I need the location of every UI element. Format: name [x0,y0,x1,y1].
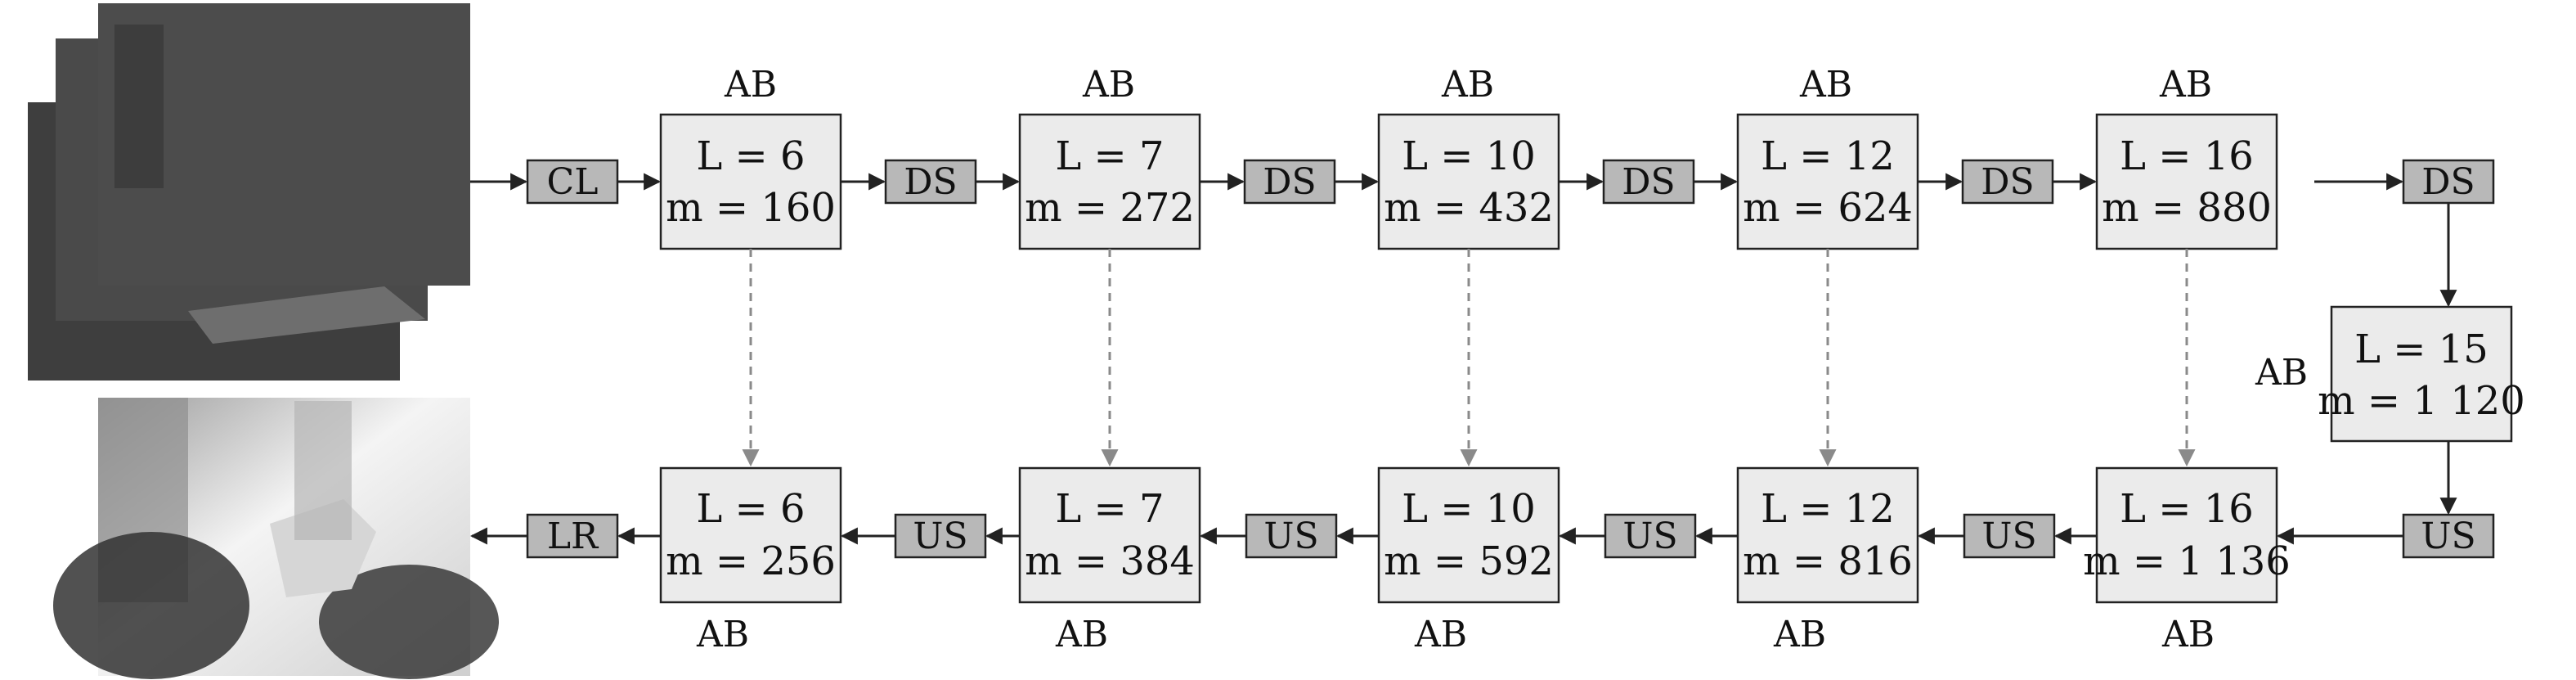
output-depth-image [53,398,499,679]
encoder-block-2-L: L = 7 [1055,133,1164,179]
encoder-block-5-L: L = 16 [2120,133,2254,179]
decoder-block-1-tag: AB [696,614,749,655]
encoder-op-ds-1-label: DS [904,161,957,203]
decoder-block-1-m: m = 256 [666,538,836,584]
bottleneck-block: AB L = 15 m = 1 120 [2255,305,2525,443]
decoder-op-us-3: US [1604,513,1697,559]
encoder-block-3-tag: AB [1441,64,1494,106]
decoder-block-4: L = 12 m = 816 AB [1736,466,1919,655]
decoder-op-us-2: US [1245,513,1338,559]
depth-map-dark-corner [53,532,249,679]
encoder-op-ds-1: DS [884,159,977,205]
decoder-block-5-m: m = 1 136 [2083,538,2291,584]
decoder-block-3-L: L = 10 [1402,486,1536,532]
encoder-block-4-m: m = 624 [1743,185,1913,231]
decoder-block-2-tag: AB [1055,614,1108,655]
encoder-block-4-tag: AB [1799,64,1852,106]
encoder-block-2-box [1018,113,1201,250]
encoder-op-ds-2: DS [1243,159,1336,205]
depth-map-door [294,401,352,540]
encoder-block-4-L: L = 12 [1761,133,1895,179]
bottleneck-block-L: L = 15 [2354,326,2488,372]
decoder-block-5-box [2095,466,2278,604]
decoder-flow-arrows [469,441,2457,545]
decoder-block-2-L: L = 7 [1055,486,1164,532]
encoder-block-3: AB L = 10 m = 432 [1377,64,1560,250]
encoder-block-1: AB L = 6 m = 160 [659,64,842,250]
encoder-op-ds-3-label: DS [1622,161,1675,203]
bottleneck-block-m: m = 1 120 [2318,378,2525,424]
encoder-block-1-L: L = 6 [696,133,805,179]
decoder-op-us-3-label: US [1622,516,1677,557]
decoder-block-4-tag: AB [1773,614,1826,655]
decoder-op-us-1: US [894,513,987,559]
decoder-block-3-m: m = 592 [1384,538,1554,584]
decoder-block-1-box [659,466,842,604]
decoder-block-2: L = 7 m = 384 AB [1018,466,1201,655]
bottleneck-block-tag: AB [2255,352,2308,394]
decoder-op-us-5: US [2402,513,2495,559]
encoder-op-ds-5-label: DS [2421,161,2475,203]
encoder-op-ds-5: DS [2402,159,2495,205]
decoder-block-1: L = 6 m = 256 AB [659,466,842,655]
encoder-block-2: AB L = 7 m = 272 [1018,64,1201,250]
decoder-block-4-L: L = 12 [1761,486,1895,532]
decoder-block-1-L: L = 6 [696,486,805,532]
decoder-block-5-L: L = 16 [2120,486,2254,532]
encoder-op-cl-label: CL [547,161,599,203]
encoder-block-4: AB L = 12 m = 624 [1736,64,1919,250]
encoder-block-2-tag: AB [1082,64,1135,106]
decoder-block-5: L = 16 m = 1 136 AB [2083,466,2291,655]
encoder-flow-arrows [470,173,2457,308]
decoder-block-4-box [1736,466,1919,604]
decoder-block-4-m: m = 816 [1743,538,1913,584]
encoder-op-ds-4: DS [1961,159,2054,205]
depth-map-dark-object [319,565,499,679]
encoder-block-2-m: m = 272 [1025,185,1195,231]
encoder-block-3-box [1377,113,1560,250]
encoder-block-1-m: m = 160 [666,185,836,231]
decoder-block-3-tag: AB [1414,614,1467,655]
encoder-block-3-L: L = 10 [1402,133,1536,179]
encoder-block-5-m: m = 880 [2102,185,2272,231]
encoder-op-ds-2-label: DS [1263,161,1316,203]
skip-connections [742,249,2196,467]
decoder-op-us-4: US [1963,513,2056,559]
encoder-op-ds-3: DS [1602,159,1695,205]
decoder-block-5-tag: AB [2161,614,2215,655]
decoder-block-2-box [1018,466,1201,604]
input-image-table [188,286,425,344]
decoder-block-3: L = 10 m = 592 AB [1377,466,1560,655]
input-image-shadow [114,25,164,188]
decoder-op-us-5-label: US [2421,516,2475,557]
encoder-block-5: AB L = 16 m = 880 [2095,64,2278,250]
encoder-block-5-tag: AB [2159,64,2212,106]
decoder-op-us-2-box [1245,513,1338,559]
decoder-op-us-1-label: US [913,516,967,557]
encoder-op-ds-4-label: DS [1981,161,2034,203]
decoder-block-3-box [1377,466,1560,604]
encoder-block-1-tag: AB [724,64,777,106]
decoder-op-lr-label: LR [547,516,599,557]
bottleneck-block-box [2330,305,2513,443]
input-image-stack [28,3,470,381]
decoder-block-2-m: m = 384 [1025,538,1195,584]
decoder-op-us-2-label: US [1263,516,1318,557]
encoder-op-cl: CL [526,159,619,205]
decoder-op-us-4-label: US [1981,516,2036,557]
decoder-op-lr: LR [526,513,619,559]
encoder-block-3-m: m = 432 [1384,185,1554,231]
